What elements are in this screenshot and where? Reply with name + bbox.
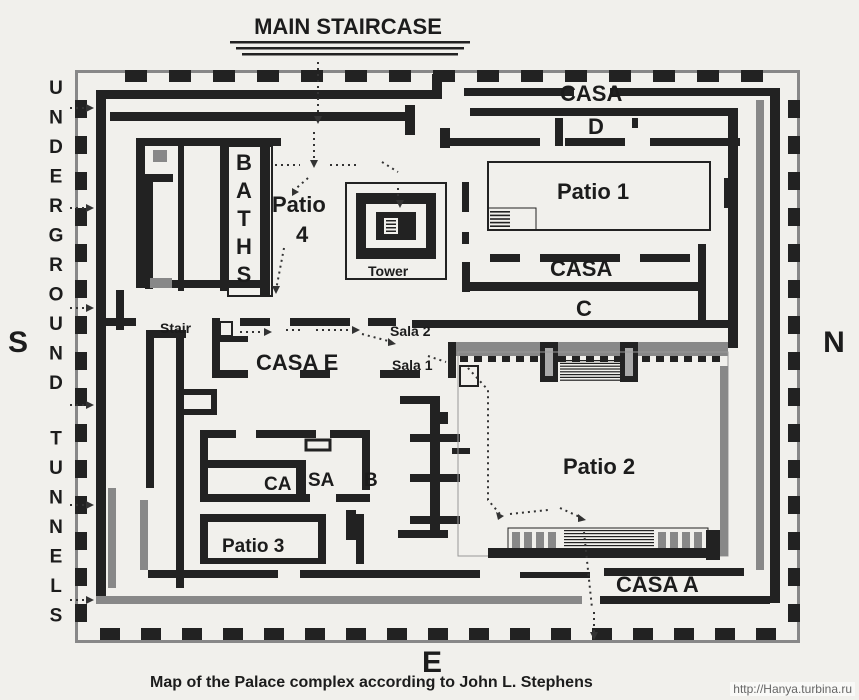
baths-letter: B	[236, 150, 252, 175]
side-letter: U	[49, 314, 63, 335]
map-caption: Map of the Palace complex according to J…	[150, 674, 593, 691]
side-letter: R	[49, 196, 63, 217]
baths-letter: S	[237, 262, 252, 287]
side-letter: O	[49, 285, 64, 306]
baths-area	[136, 138, 281, 297]
patio-2-label: Patio 2	[563, 454, 635, 479]
casa-e-label: CASA E	[256, 350, 338, 375]
side-letter: N	[49, 344, 63, 365]
side-letter: U	[49, 78, 63, 99]
central-structure	[398, 396, 470, 538]
title-underline	[236, 47, 464, 50]
casa-b-ca: CA	[264, 474, 292, 495]
side-letter: E	[50, 167, 63, 188]
casa-a-label: CASA A	[616, 572, 699, 597]
stair-label: Stair	[160, 320, 192, 336]
casa-c-label: CASA	[550, 256, 612, 281]
side-letter: D	[49, 137, 63, 158]
side-letter: R	[49, 255, 63, 276]
casa-a-block	[520, 568, 744, 578]
side-letter: S	[50, 606, 63, 627]
casa-b-block	[108, 330, 480, 588]
side-letter: G	[49, 226, 64, 247]
sala-1-label: Sala 1	[392, 357, 433, 373]
patio-4-label: Patio	[272, 192, 326, 217]
tower	[345, 182, 447, 280]
baths-letter: H	[236, 234, 252, 259]
casa-d-letter: D	[588, 114, 604, 139]
tower-label: Tower	[368, 263, 409, 279]
baths-letter: T	[237, 206, 251, 231]
casa-c-letter: C	[576, 296, 592, 321]
outer-boundary	[75, 70, 800, 643]
side-letter: T	[50, 429, 62, 450]
route-arrows	[70, 62, 598, 640]
patio-3-label: Patio 3	[222, 536, 284, 557]
compass-north: N	[823, 326, 845, 359]
patio-1-label: Patio 1	[557, 179, 629, 204]
patio-2	[457, 351, 729, 560]
title-underline	[230, 41, 470, 44]
side-letter: E	[50, 547, 63, 568]
side-letter: L	[50, 576, 62, 597]
compass-east: E	[422, 646, 442, 679]
side-letter: N	[49, 517, 63, 538]
side-letter: U	[49, 458, 63, 479]
baths-letter: A	[236, 178, 252, 203]
main-staircase-title: MAIN STAIRCASE	[254, 14, 442, 39]
side-letter: D	[49, 373, 63, 394]
patio-4-number: 4	[296, 222, 309, 247]
casa-b-sa: SA	[308, 470, 335, 491]
casa-b-letter: B	[364, 470, 378, 491]
sala-2-label: Sala 2	[390, 323, 431, 339]
casa-d-label: CASA	[560, 81, 622, 106]
patio-1	[462, 161, 711, 244]
casa-d-block	[110, 105, 740, 348]
perimeter-walls	[96, 74, 780, 604]
watermark: http://Hanya.turbina.ru	[730, 682, 855, 696]
casa-c-block	[462, 178, 732, 324]
side-letter: N	[49, 488, 63, 509]
title-underline	[242, 53, 458, 56]
side-letter: N	[49, 108, 63, 129]
compass-south: S	[8, 326, 28, 359]
